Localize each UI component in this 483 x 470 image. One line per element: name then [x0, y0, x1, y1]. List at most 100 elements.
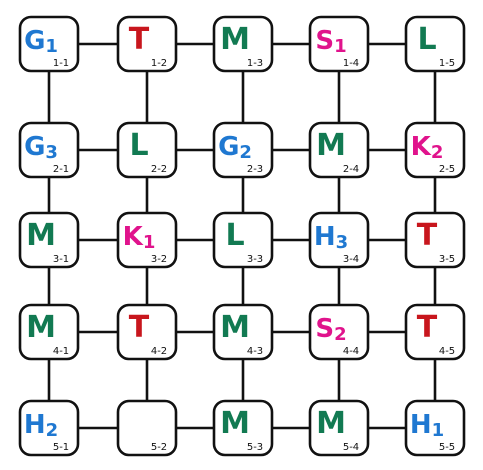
node-box [116, 15, 178, 73]
node-box [404, 399, 466, 457]
node-letter: M [26, 218, 56, 253]
node-letter: M [220, 22, 250, 57]
node-box [212, 399, 274, 457]
node-coordinate: 1-2 [151, 58, 167, 69]
node-coordinate: 5-3 [247, 442, 263, 453]
grid-edges [47, 42, 437, 430]
node-coordinate: 4-3 [247, 346, 263, 357]
node-2-5: K22-5 [404, 121, 466, 179]
node-letter-index: 2 [46, 420, 59, 441]
node-3-1: M3-1 [18, 211, 80, 269]
node-letter: M [316, 128, 346, 163]
node-letter-index: 2 [239, 142, 252, 163]
node-box [18, 303, 80, 361]
node-letter-index: 2 [334, 324, 347, 345]
node-box [212, 15, 274, 73]
node-letter-index: 3 [336, 232, 349, 253]
node-coordinate: 4-1 [53, 346, 69, 357]
node-1-3: M1-3 [212, 15, 274, 73]
node-2-4: M2-4 [308, 121, 370, 179]
node-1-2: T1-2 [116, 15, 178, 73]
node-coordinate: 3-2 [151, 254, 167, 265]
node-letter-index: 1 [143, 232, 156, 253]
node-box [404, 303, 466, 361]
node-coordinate: 3-5 [439, 254, 455, 265]
node-1-1: G11-1 [18, 15, 80, 73]
node-coordinate: 2-3 [247, 164, 263, 175]
node-4-5: T4-5 [404, 303, 466, 361]
node-1-5: L1-5 [404, 15, 466, 73]
node-coordinate: 3-3 [247, 254, 263, 265]
node-coordinate: 2-2 [151, 164, 167, 175]
node-5-1: H25-1 [18, 399, 80, 457]
node-coordinate: 5-5 [439, 442, 455, 453]
node-coordinate: 5-2 [151, 442, 167, 453]
node-letter: T [417, 310, 438, 345]
node-coordinate: 1-3 [247, 58, 263, 69]
node-2-2: L2-2 [116, 121, 178, 179]
node-box [212, 211, 274, 269]
node-box [308, 399, 370, 457]
node-letter: L [225, 218, 244, 253]
node-box [308, 211, 370, 269]
node-letter-index: 1 [334, 36, 347, 57]
node-box [116, 211, 178, 269]
node-box [116, 399, 178, 457]
node-box [212, 303, 274, 361]
node-box [212, 121, 274, 179]
node-letter: M [220, 310, 250, 345]
node-5-3: M5-3 [212, 399, 274, 457]
node-box [18, 399, 80, 457]
node-letter-index: 2 [431, 142, 444, 163]
node-4-4: S24-4 [308, 303, 370, 361]
node-letter: H2 [24, 410, 58, 441]
node-letter-index: 3 [45, 142, 58, 163]
node-box [116, 303, 178, 361]
node-box [18, 121, 80, 179]
node-coordinate: 1-4 [343, 58, 359, 69]
node-2-3: G22-3 [212, 121, 274, 179]
node-letter: L [417, 22, 436, 57]
node-letter: G3 [24, 132, 58, 163]
node-letter: M [316, 406, 346, 441]
node-coordinate: 5-1 [53, 442, 69, 453]
node-box [404, 211, 466, 269]
node-coordinate: 4-4 [343, 346, 359, 357]
node-coordinate: 1-5 [439, 58, 455, 69]
node-5-2: 5-2 [116, 399, 178, 457]
node-box [116, 121, 178, 179]
node-letter: T [417, 218, 438, 253]
node-coordinate: 2-4 [343, 164, 359, 175]
node-coordinate: 2-5 [439, 164, 455, 175]
node-letter: L [129, 128, 148, 163]
node-letter: T [129, 22, 150, 57]
node-3-3: L3-3 [212, 211, 274, 269]
node-box [404, 15, 466, 73]
node-coordinate: 4-5 [439, 346, 455, 357]
node-coordinate: 4-2 [151, 346, 167, 357]
node-2-1: G32-1 [18, 121, 80, 179]
node-letter: M [220, 406, 250, 441]
node-4-3: M4-3 [212, 303, 274, 361]
node-3-5: T3-5 [404, 211, 466, 269]
node-4-2: T4-2 [116, 303, 178, 361]
node-coordinate: 2-1 [53, 164, 69, 175]
grid-nodes: G11-1T1-2M1-3S11-4L1-5G32-1L2-2G22-3M2-4… [18, 15, 466, 457]
node-box [308, 121, 370, 179]
node-4-1: M4-1 [18, 303, 80, 361]
node-5-4: M5-4 [308, 399, 370, 457]
node-5-5: H15-5 [404, 399, 466, 457]
node-coordinate: 5-4 [343, 442, 359, 453]
node-1-4: S11-4 [308, 15, 370, 73]
node-3-2: K13-2 [116, 211, 178, 269]
node-3-4: H33-4 [308, 211, 370, 269]
node-box [404, 121, 466, 179]
node-coordinate: 3-4 [343, 254, 359, 265]
node-letter: S2 [315, 314, 346, 345]
node-box [308, 303, 370, 361]
node-coordinate: 1-1 [53, 58, 69, 69]
node-letter: T [129, 310, 150, 345]
node-box [308, 15, 370, 73]
node-box [18, 15, 80, 73]
